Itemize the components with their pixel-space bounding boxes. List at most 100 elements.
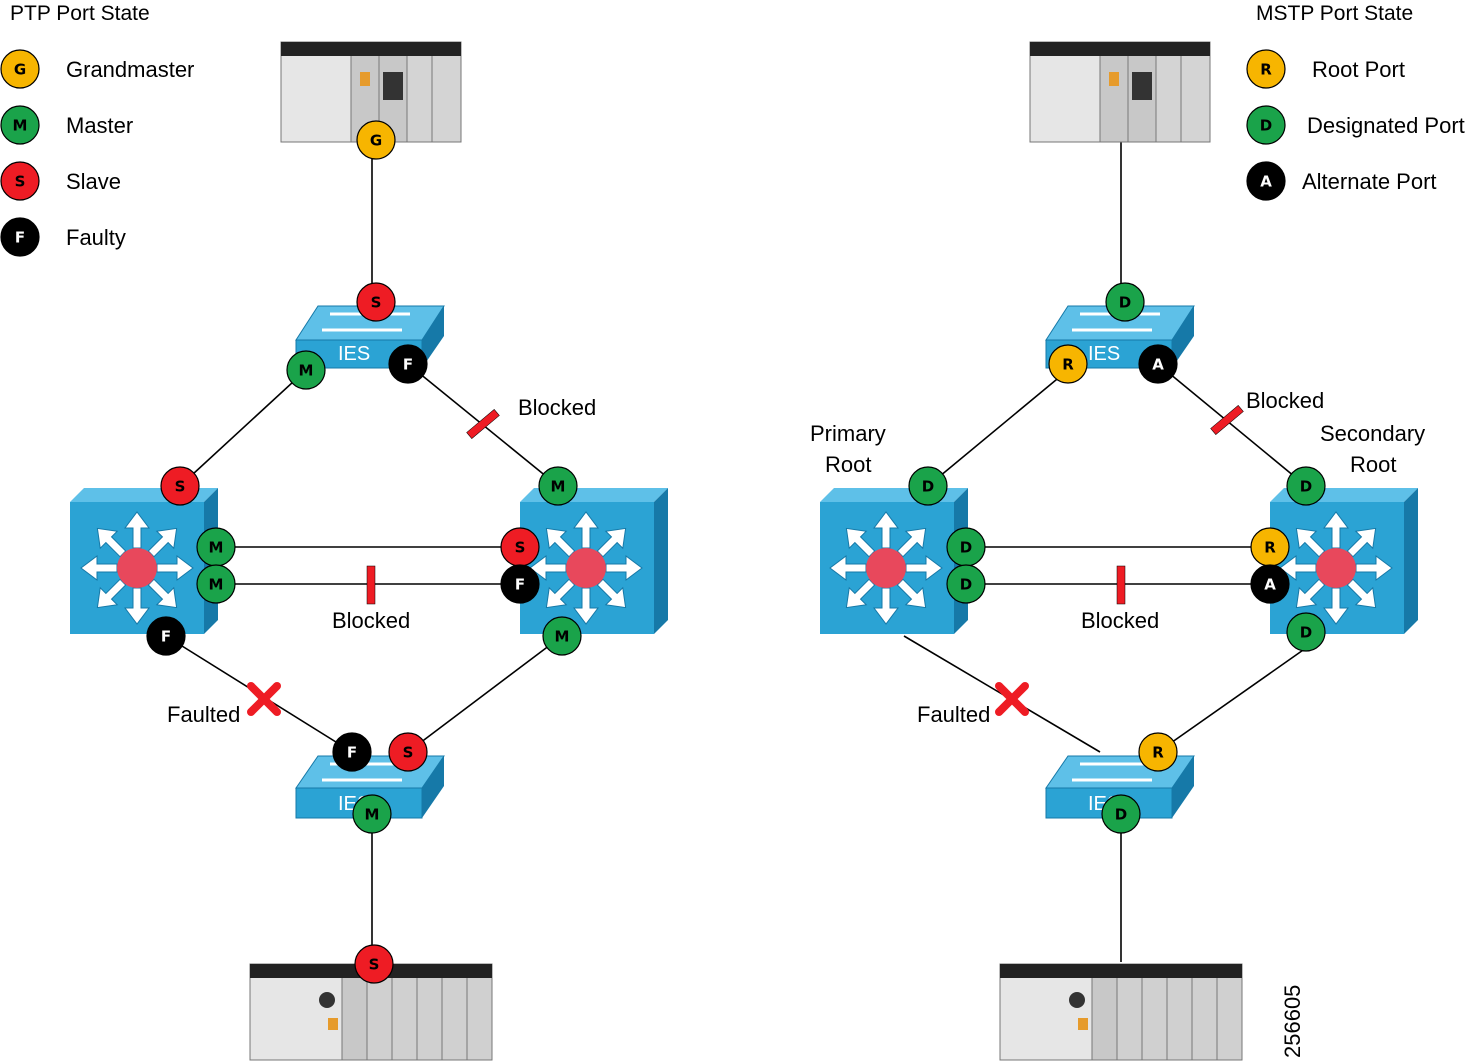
ptp-port-left-core-right-b-letter: M xyxy=(209,576,224,594)
mstp-port-bottom-ies-down: D xyxy=(1101,794,1141,834)
ptp-port-bottom-ies-right-letter: S xyxy=(403,744,414,762)
mstp-faulted-label: Faulted xyxy=(917,702,990,727)
ptp-legend-title: PTP Port State xyxy=(10,2,150,25)
primary-root-label-line1: Primary xyxy=(810,421,886,446)
mstp-top-ies-label: IES xyxy=(1088,343,1120,365)
ptp-port-right-core-left-a: S xyxy=(500,527,540,567)
ptp-port-left-core-top-letter: S xyxy=(175,478,186,496)
ptp-blocked-mark-upper xyxy=(466,409,500,439)
ptp-port-top-ies-left: M xyxy=(286,350,326,390)
mstp-legend-badge-2: A xyxy=(1246,161,1286,201)
mstp-port-left-core-top-letter: D xyxy=(922,478,934,496)
mstp-port-top-ies-right: A xyxy=(1138,344,1178,384)
figure-number: 256605 xyxy=(1280,985,1305,1058)
ptp-port-top-ies-up-letter: S xyxy=(371,294,382,312)
ptp-legend-badge-2: S xyxy=(0,161,40,201)
ptp-legend-badge-3: F xyxy=(0,217,40,257)
ptp-port-right-core-left-a-letter: S xyxy=(515,539,526,557)
mstp-port-right-core-bottom-letter: D xyxy=(1300,624,1312,642)
mstp-port-left-core-right-b-letter: D xyxy=(960,576,972,594)
mstp-legend-badge-1-letter: D xyxy=(1260,117,1272,135)
ptp-port-right-core-bottom: M xyxy=(542,616,582,656)
mstp-blocked-label-middle: Blocked xyxy=(1081,608,1159,633)
ptp-left-core-switch xyxy=(70,488,218,634)
ptp-port-right-core-top-letter: M xyxy=(551,478,566,496)
mstp-port-right-core-bottom: D xyxy=(1286,612,1326,652)
mstp-port-bottom-ies-right-letter: R xyxy=(1152,744,1164,762)
ptp-port-bottom-ies-left: F xyxy=(332,732,372,772)
ptp-port-right-core-bottom-letter: M xyxy=(555,628,570,646)
ptp-fault-mark xyxy=(247,682,281,716)
mstp-port-top-ies-up-letter: D xyxy=(1119,294,1131,312)
ptp-port-top-plc-letter: G xyxy=(370,132,382,150)
ptp-blocked-mark-middle xyxy=(366,565,376,605)
mstp-port-bottom-ies-right: R xyxy=(1138,732,1178,772)
mstp-port-right-core-left-b: A xyxy=(1250,564,1290,604)
ptp-port-left-core-top: S xyxy=(160,466,200,506)
ptp-legend-badge-3-letter: F xyxy=(15,229,25,247)
ptp-port-top-ies-right-letter: F xyxy=(403,356,413,374)
mstp-top-controller xyxy=(1029,41,1211,143)
ptp-legend-badge-2-letter: S xyxy=(15,173,26,191)
mstp-port-left-core-right-b: D xyxy=(946,564,986,604)
ptp-port-bottom-plc: S xyxy=(354,944,394,984)
mstp-primary-root-switch xyxy=(820,488,968,634)
ptp-port-left-core-bottom-letter: F xyxy=(161,628,171,646)
ptp-legend-badge-0-letter: G xyxy=(14,61,26,79)
primary-root-label-line2: Root xyxy=(825,452,871,477)
ptp-port-bottom-ies-down: M xyxy=(352,794,392,834)
ptp-port-right-core-left-b-letter: F xyxy=(515,576,525,594)
ptp-port-bottom-ies-down-letter: M xyxy=(365,806,380,824)
mstp-secondary-root-switch xyxy=(1270,488,1418,634)
mstp-port-left-core-top: D xyxy=(908,466,948,506)
ptp-legend-label-3: Faulty xyxy=(66,225,126,250)
ptp-legend-label-1: Master xyxy=(66,113,133,138)
mstp-blocked-mark-upper xyxy=(1210,405,1244,435)
mstp-legend-title: MSTP Port State xyxy=(1256,2,1413,25)
ptp-legend-badge-1-letter: M xyxy=(13,117,28,135)
mstp-legend-badge-2-letter: A xyxy=(1260,173,1272,191)
mstp-blocked-label-upper: Blocked xyxy=(1246,388,1324,413)
mstp-port-bottom-ies-down-letter: D xyxy=(1115,806,1127,824)
mstp-port-top-ies-right-letter: A xyxy=(1152,356,1164,374)
mstp-port-right-core-top: D xyxy=(1286,466,1326,506)
ptp-port-right-core-left-b: F xyxy=(500,564,540,604)
ptp-blocked-label-upper: Blocked xyxy=(518,395,596,420)
ptp-port-bottom-plc-letter: S xyxy=(369,956,380,974)
ptp-port-top-ies-left-letter: M xyxy=(299,362,314,380)
mstp-port-right-core-top-letter: D xyxy=(1300,478,1312,496)
mstp-bottom-controller xyxy=(999,963,1243,1061)
mstp-port-top-ies-up: D xyxy=(1105,282,1145,322)
ptp-port-top-ies-right: F xyxy=(388,344,428,384)
ptp-port-bottom-ies-left-letter: F xyxy=(347,744,357,762)
ptp-port-top-ies-up: S xyxy=(356,282,396,322)
mstp-blocked-mark-middle xyxy=(1116,565,1126,605)
ptp-port-left-core-bottom: F xyxy=(146,616,186,656)
ptp-port-left-core-right-a-letter: M xyxy=(209,539,224,557)
ptp-port-top-plc: G xyxy=(356,120,396,160)
mstp-legend-label-1: Designated Port xyxy=(1307,113,1465,138)
mstp-port-left-core-right-a: D xyxy=(946,527,986,567)
mstp-port-left-core-right-a-letter: D xyxy=(960,539,972,557)
ptp-faulted-label: Faulted xyxy=(167,702,240,727)
mstp-port-right-core-left-a-letter: R xyxy=(1264,539,1276,557)
ptp-legend-label-0: Grandmaster xyxy=(66,57,194,82)
mstp-fault-mark xyxy=(995,682,1029,716)
ptp-port-right-core-top: M xyxy=(538,466,578,506)
mstp-legend-badge-0-letter: R xyxy=(1260,61,1272,79)
ptp-top-ies-label: IES xyxy=(338,343,370,365)
mstp-legend-badge-0: R xyxy=(1246,49,1286,89)
ptp-legend-badge-1: M xyxy=(0,105,40,145)
ptp-legend-badge-0: G xyxy=(0,49,40,89)
mstp-port-top-ies-left-letter: R xyxy=(1062,356,1074,374)
ptp-port-left-core-right-a: M xyxy=(196,527,236,567)
ptp-port-bottom-ies-right: S xyxy=(388,732,428,772)
mstp-legend-label-2: Alternate Port xyxy=(1302,169,1437,194)
ptp-legend-label-2: Slave xyxy=(66,169,121,194)
mstp-legend-label-0: Root Port xyxy=(1312,57,1405,82)
secondary-root-label-line2: Root xyxy=(1350,452,1396,477)
mstp-port-right-core-left-a: R xyxy=(1250,527,1290,567)
mstp-port-right-core-left-b-letter: A xyxy=(1264,576,1276,594)
